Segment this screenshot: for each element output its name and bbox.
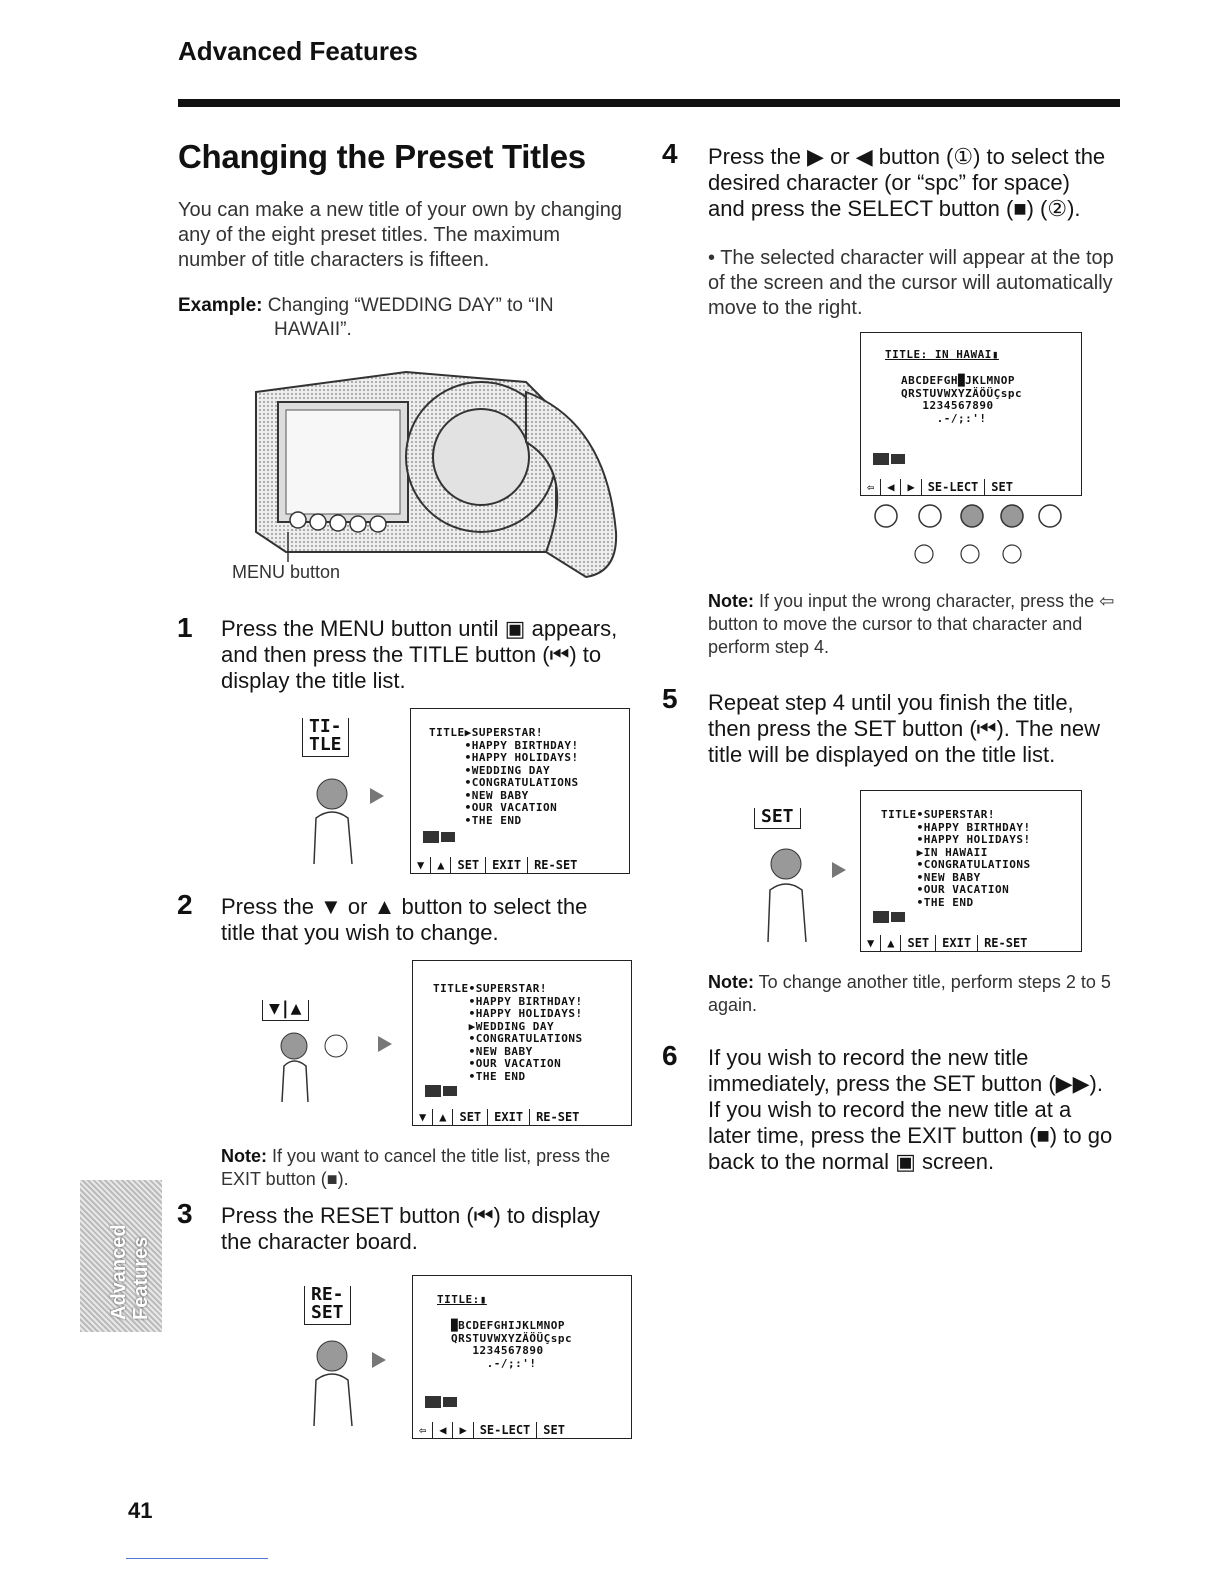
play-button-icon [918,504,942,528]
side-tab-label: Advanced Features [108,1224,152,1320]
step-1-number: 1 [177,612,193,643]
osd-title-list-1: TITLE▶SUPERSTAR! •HAPPY BIRTHDAY! •HAPPY… [410,708,630,874]
example-label: Example: [178,295,263,316]
step-4-text: Press the ▶ or ◀ button (①) to select th… [708,144,1106,221]
osd-list-1-text: TITLE▶SUPERSTAR! •HAPPY BIRTHDAY! •HAPPY… [429,726,579,827]
example-line1: Changing “WEDDING DAY” to “IN [267,295,554,316]
osd-board-4-text: ABCDEFGH█JKLMNOP QRSTUVWXYZÄÖÜÇspc 12345… [901,374,1023,425]
control-buttons-diagram [874,504,1062,564]
set-button-label: SET [754,808,801,829]
ff-button-icon [960,504,984,528]
osd-board-3-text: █BCDEFGHIJKLMNOP QRSTUVWXYZÄÖÜÇspc 12345… [451,1319,573,1370]
step-4-bullet: • The selected character will appear at … [708,247,1114,319]
osd-board-3-title: TITLE:▮ [437,1293,487,1306]
tape-icon [873,911,905,923]
osd-board-4-title: TITLE: IN HAWAI▮ [885,348,999,361]
step-1-text: Press the MENU button until ▣ appears, a… [221,616,618,693]
osd-title-list-2: TITLE•SUPERSTAR! •HAPPY BIRTHDAY! •HAPPY… [412,960,632,1126]
example-line2: HAWAII”. [274,319,352,340]
step-4-number: 4 [662,138,678,169]
tape-icon [423,831,455,843]
step-6-number: 6 [662,1040,678,1071]
page-number: 41 [128,1498,153,1523]
stop-button-icon [1000,504,1024,528]
step-5-text: Repeat step 4 until you finish the title… [708,690,1100,767]
updown-button-label: ▼|▲ [262,1000,309,1021]
step-5-number: 5 [662,683,678,714]
finger-press-icon [313,1340,386,1427]
page-title: Changing the Preset Titles [178,138,586,175]
note-cancel: Note: If you want to cancel the title li… [221,1146,611,1189]
step-2-text: Press the ▼ or ▲ button to select the ti… [221,894,588,945]
osd-list-2-text: TITLE•SUPERSTAR! •HAPPY BIRTHDAY! •HAPPY… [433,982,583,1083]
finger-press-icon [280,1032,392,1103]
camcorder-illustration [255,370,618,579]
osd-list-5-text: TITLE•SUPERSTAR! •HAPPY BIRTHDAY! •HAPPY… [881,808,1031,909]
footer-line [126,1558,268,1559]
osd-title-list-5: TITLE•SUPERSTAR! •HAPPY BIRTHDAY! •HAPPY… [860,790,1082,952]
finger-press-icon [313,778,384,865]
rewind-button-icon [874,504,898,528]
osd-character-board-3: TITLE:▮ █BCDEFGHIJKLMNOP QRSTUVWXYZÄÖÜÇs… [412,1275,632,1439]
note-wrong-character: Note: If you input the wrong character, … [708,591,1115,657]
step-2-number: 2 [177,889,193,920]
tape-icon [425,1085,457,1097]
section-header: Advanced Features [178,36,418,66]
reset-button-label: RE- SET [304,1286,351,1325]
example-text: Example: Changing “WEDDING DAY” to “IN H… [178,294,628,342]
tape-icon [425,1396,457,1408]
step-3-text: Press the RESET button (⏮) to display th… [221,1203,600,1254]
step-6-text: If you wish to record the new title imme… [708,1045,1113,1174]
note-change-another: Note: To change another title, perform s… [708,972,1111,1015]
side-tab: Advanced Features [80,1180,162,1332]
osd-character-board-4: TITLE: IN HAWAI▮ ABCDEFGH█JKLMNOP QRSTUV… [860,332,1082,496]
menu-button-callout: MENU button [232,562,345,583]
step-3-number: 3 [177,1198,193,1229]
skip-button-icon [1038,504,1062,528]
header-rule [178,99,1120,107]
title-button-label: TI- TLE [302,718,349,757]
tape-icon [873,453,905,465]
finger-press-icon [767,848,846,943]
intro-paragraph: You can make a new title of your own by … [178,199,622,271]
